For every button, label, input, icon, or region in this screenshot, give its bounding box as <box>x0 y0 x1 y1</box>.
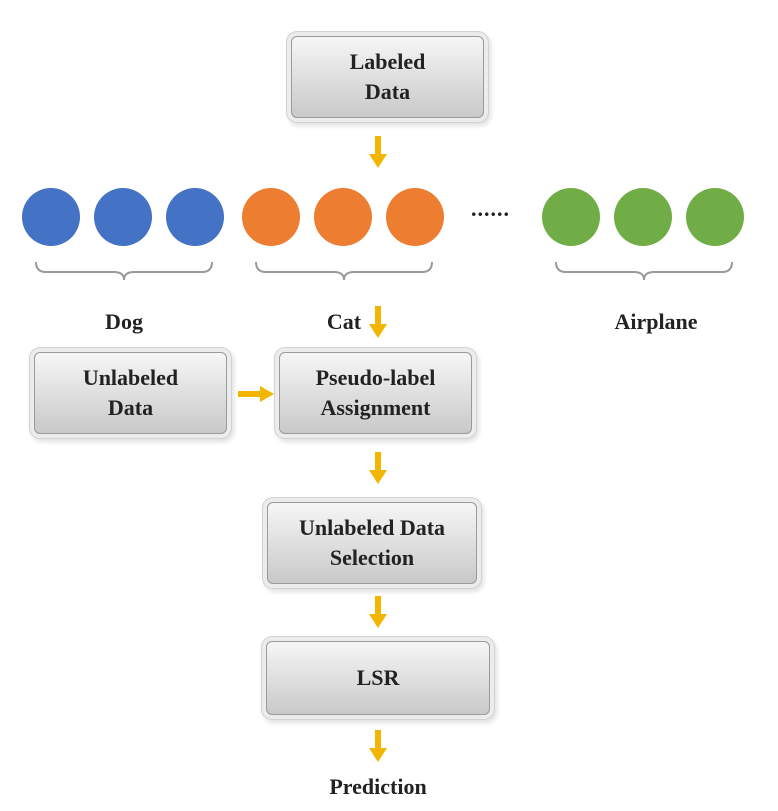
arrow-unlabeled-to-pseudo-label <box>238 386 274 402</box>
cat-label: Cat <box>326 309 362 334</box>
arrow-lsr-to-prediction <box>369 730 387 762</box>
dog-circle-1 <box>22 188 80 246</box>
airplane-circle-2 <box>614 188 672 246</box>
cat-bracket <box>255 261 433 281</box>
ellipsis: ...... <box>471 196 510 221</box>
dog-label: Dog <box>105 309 143 334</box>
lsr-box: LSR <box>266 641 490 715</box>
arrow-labeled-to-circles <box>369 136 387 168</box>
dog-circle-2 <box>94 188 152 246</box>
arrow-cat-to-pseudo-label <box>369 306 387 338</box>
pseudo-label-assignment-box: Pseudo-label Assignment <box>279 352 472 434</box>
airplane-label: Airplane <box>614 309 698 334</box>
cat-circle-1 <box>242 188 300 246</box>
unlabeled-data-box: Unlabeled Data <box>34 352 227 434</box>
airplane-bracket <box>555 261 733 281</box>
prediction-label: Prediction <box>329 774 427 799</box>
airplane-circle-1 <box>542 188 600 246</box>
dog-bracket <box>35 261 213 281</box>
cat-circle-2 <box>314 188 372 246</box>
arrow-selection-to-lsr <box>369 596 387 628</box>
cat-circle-3 <box>386 188 444 246</box>
arrow-pseudo-label-to-selection <box>369 452 387 484</box>
unlabeled-data-selection-box: Unlabeled Data Selection <box>267 502 477 584</box>
airplane-circle-3 <box>686 188 744 246</box>
dog-circle-3 <box>166 188 224 246</box>
labeled-data-box: Labeled Data <box>291 36 484 118</box>
